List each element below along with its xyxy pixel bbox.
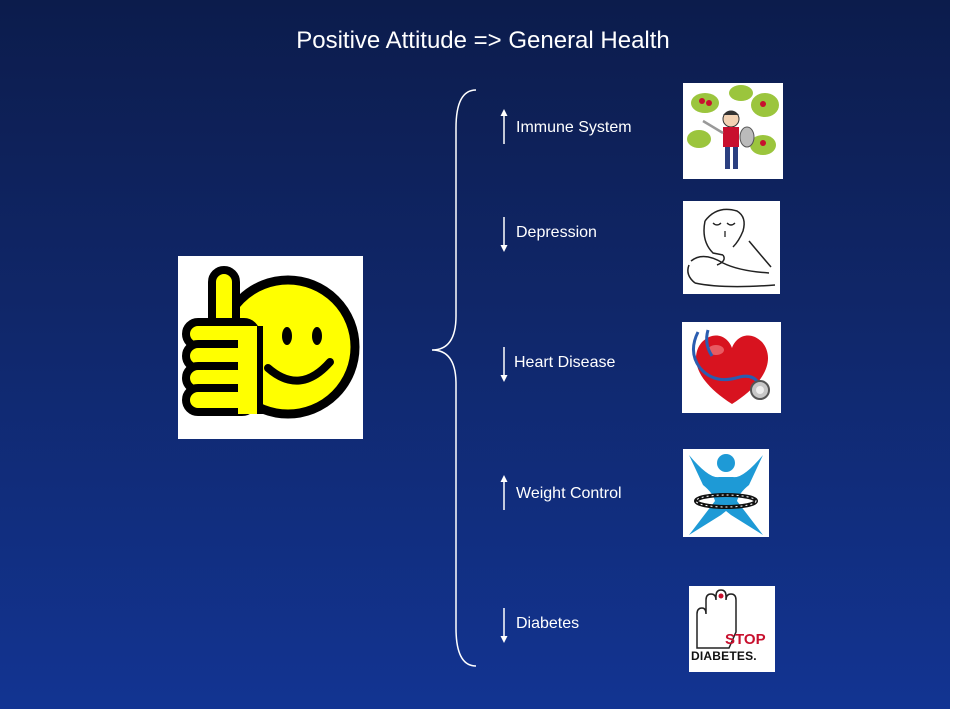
slide-background: Positive Attitude => General Health Immu… — [0, 0, 950, 709]
depressed-person-sketch-icon — [683, 201, 780, 294]
heart-stethoscope-icon — [682, 322, 781, 413]
thumbs-up-smiley-icon — [178, 256, 363, 439]
item-label: Weight Control — [516, 485, 622, 502]
item-label: Diabetes — [516, 615, 580, 632]
weight-control-figure-icon — [683, 449, 769, 537]
immune-system-cartoon-icon — [683, 83, 783, 179]
item-label: Heart Disease — [514, 354, 616, 371]
arrow-up-icon — [500, 109, 508, 144]
diabetes-label: DIABETES. — [691, 649, 757, 663]
curly-brace — [431, 89, 477, 667]
stop-label: STOP — [725, 631, 766, 648]
arrow-up-icon — [500, 475, 508, 510]
arrow-down-icon — [500, 347, 508, 382]
item-label: Depression — [516, 224, 597, 241]
item-label: Immune System — [516, 119, 632, 136]
arrow-down-icon — [500, 608, 508, 643]
stop-diabetes-hand-icon: STOP DIABETES. — [689, 586, 775, 672]
slide-title: Positive Attitude => General Health — [296, 27, 670, 54]
arrow-down-icon — [500, 217, 508, 252]
